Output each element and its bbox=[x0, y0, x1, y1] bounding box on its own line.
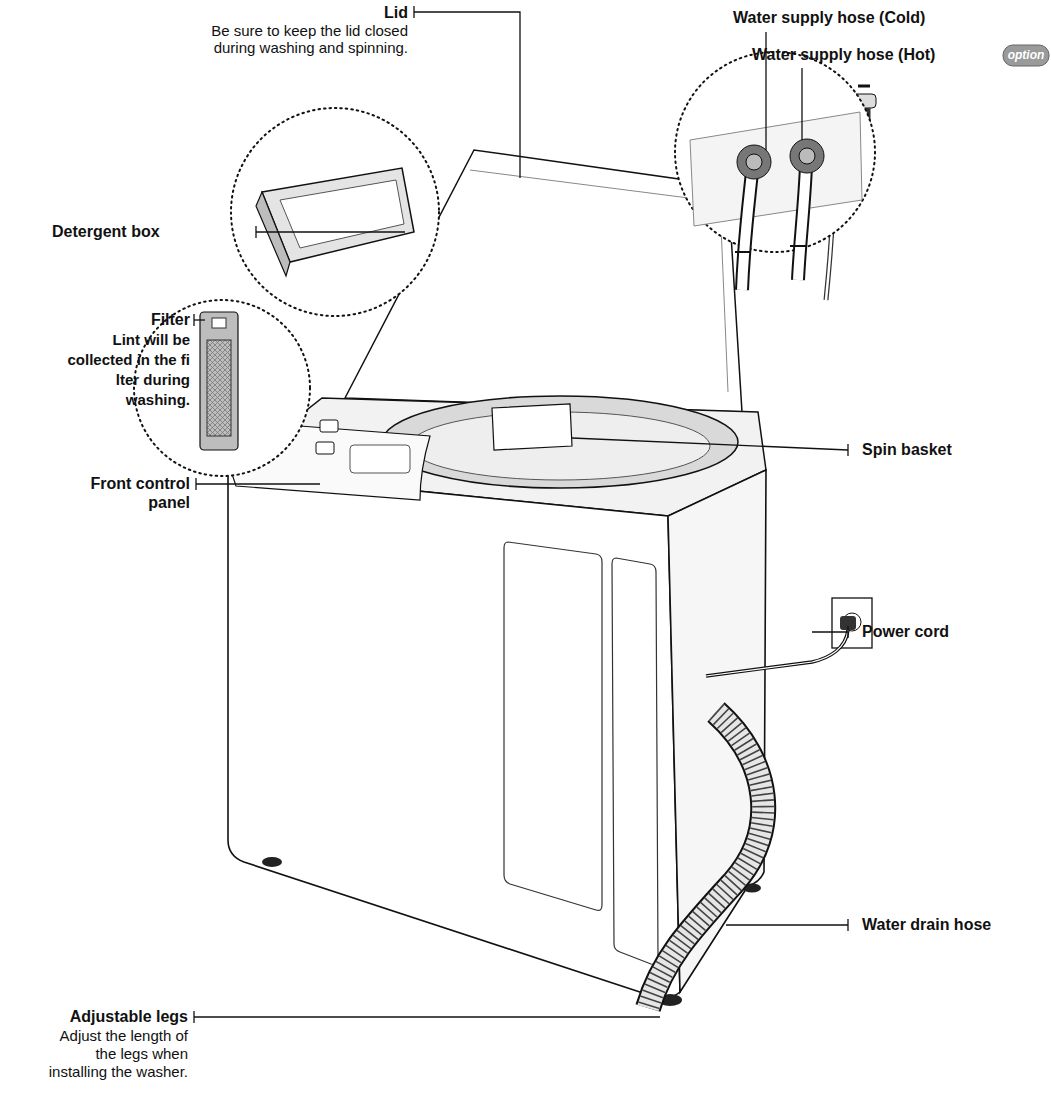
leg bbox=[262, 857, 282, 867]
part-label: Adjustable legs bbox=[20, 1007, 188, 1026]
hose-band bbox=[735, 246, 806, 252]
recessed-panel bbox=[612, 558, 658, 964]
leader-tick bbox=[413, 6, 414, 18]
leader-line bbox=[801, 68, 802, 140]
leader-lines bbox=[194, 6, 848, 1023]
leader-tick bbox=[847, 626, 848, 638]
leader-line bbox=[414, 12, 520, 178]
back-panel bbox=[690, 112, 862, 226]
cold-hose bbox=[742, 172, 752, 290]
drain-hose bbox=[648, 712, 763, 1008]
part-label: Water supply hose (Hot) bbox=[752, 45, 1002, 64]
magnifier-circle bbox=[231, 108, 439, 316]
panel-button bbox=[320, 420, 338, 432]
part-label: Water supply hose (Cold) bbox=[733, 8, 1043, 27]
detergent-box-well bbox=[280, 180, 404, 248]
leader-line bbox=[812, 631, 848, 632]
leader-tick bbox=[847, 919, 848, 931]
part-label: Lid bbox=[300, 3, 408, 22]
hose-fitting bbox=[746, 154, 762, 170]
option-badge bbox=[1003, 45, 1049, 66]
lint-filter bbox=[200, 312, 238, 450]
leader-line bbox=[194, 319, 205, 320]
note-text: Lint will be collected in the fi lter du… bbox=[58, 330, 190, 410]
cold-hose bbox=[742, 172, 752, 290]
part-label: Water drain hose bbox=[862, 915, 1047, 934]
leader-line bbox=[256, 231, 405, 232]
magnifier-circle bbox=[675, 52, 875, 252]
part-label: Power cord bbox=[862, 622, 1042, 641]
hot-hose bbox=[798, 166, 806, 280]
note-text: Be sure to keep the lid closed during wa… bbox=[190, 22, 408, 56]
hose-fitting bbox=[799, 148, 815, 164]
hot-hose bbox=[798, 166, 806, 280]
part-label: Filter bbox=[40, 310, 190, 329]
leader-tick bbox=[255, 226, 256, 238]
filter-tab bbox=[212, 318, 226, 328]
leader-line bbox=[194, 1016, 660, 1017]
power-cord bbox=[706, 630, 848, 676]
filter-mesh bbox=[207, 340, 231, 436]
hose-fitting bbox=[737, 145, 771, 179]
leader-line bbox=[726, 924, 848, 925]
leader-tick bbox=[193, 1011, 194, 1023]
leader-line bbox=[572, 438, 848, 450]
leader-tick bbox=[193, 314, 194, 326]
front-face bbox=[228, 472, 680, 998]
drain-hose bbox=[648, 712, 763, 1008]
part-label: Detergent box bbox=[52, 222, 252, 241]
tub-opening bbox=[382, 396, 738, 488]
part-label: Spin basket bbox=[862, 440, 1042, 459]
panel-button bbox=[316, 442, 334, 454]
power-cord bbox=[706, 630, 848, 676]
leader-line bbox=[196, 483, 320, 484]
part-label: Front control panel bbox=[60, 474, 190, 512]
panel-display bbox=[350, 445, 410, 473]
hose-fitting bbox=[790, 139, 824, 173]
recessed-panel bbox=[504, 542, 602, 910]
note-text: Adjust the length of the legs when insta… bbox=[36, 1027, 188, 1081]
pulsator-baffle bbox=[492, 404, 572, 450]
leader-tick bbox=[195, 478, 196, 490]
option-badge-text: option bbox=[1003, 47, 1049, 64]
drain-hose-ribs bbox=[648, 712, 763, 1008]
leader-tick bbox=[847, 444, 848, 456]
